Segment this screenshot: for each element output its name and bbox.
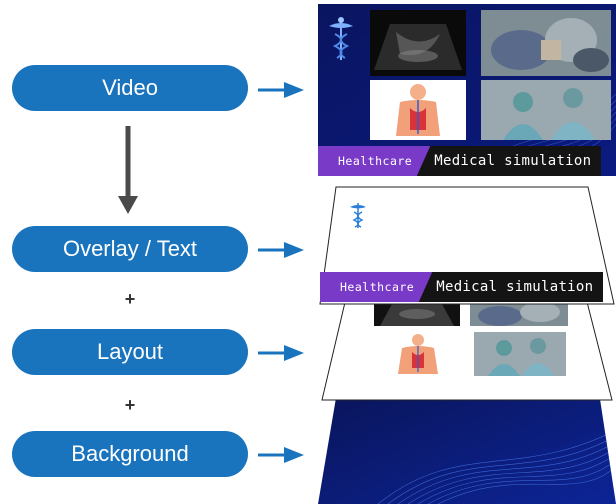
background-label: Background <box>12 431 248 477</box>
anatomy-diagram <box>370 80 466 140</box>
caduceus-icon <box>350 203 366 228</box>
right-arrow-icon <box>258 345 304 361</box>
caduceus-icon <box>329 17 353 60</box>
right-arrow-icon <box>258 242 304 258</box>
surgeons-image <box>481 80 611 140</box>
lower-third-banner: Healthcare Medical simulation <box>318 146 602 176</box>
background-layer <box>318 386 616 504</box>
surgery-image <box>481 10 611 76</box>
surgeons-image <box>474 332 566 376</box>
ultrasound-image <box>374 300 460 326</box>
category-tag: Healthcare <box>320 272 433 302</box>
banner-title: Medical simulation <box>418 272 604 302</box>
overlay-text-label: Overlay / Text <box>12 226 248 272</box>
ultrasound-image <box>370 10 466 76</box>
plus-sign: + <box>124 395 136 415</box>
video-composite-frame: Healthcare Medical simulation <box>318 4 616 176</box>
overlay-layer: Healthcare Medical simulation <box>318 184 616 306</box>
surgery-image <box>470 300 568 326</box>
anatomy-diagram <box>372 332 464 376</box>
category-tag: Healthcare <box>318 146 431 176</box>
lower-third-banner: Healthcare Medical simulation <box>320 272 604 302</box>
banner-title: Medical simulation <box>416 146 602 176</box>
layout-label: Layout <box>12 329 248 375</box>
down-arrow-icon <box>118 126 138 214</box>
right-arrow-icon <box>258 447 304 463</box>
layout-layer <box>318 296 616 402</box>
plus-sign: + <box>124 289 136 309</box>
right-arrow-icon <box>258 82 304 98</box>
video-label: Video <box>12 65 248 111</box>
